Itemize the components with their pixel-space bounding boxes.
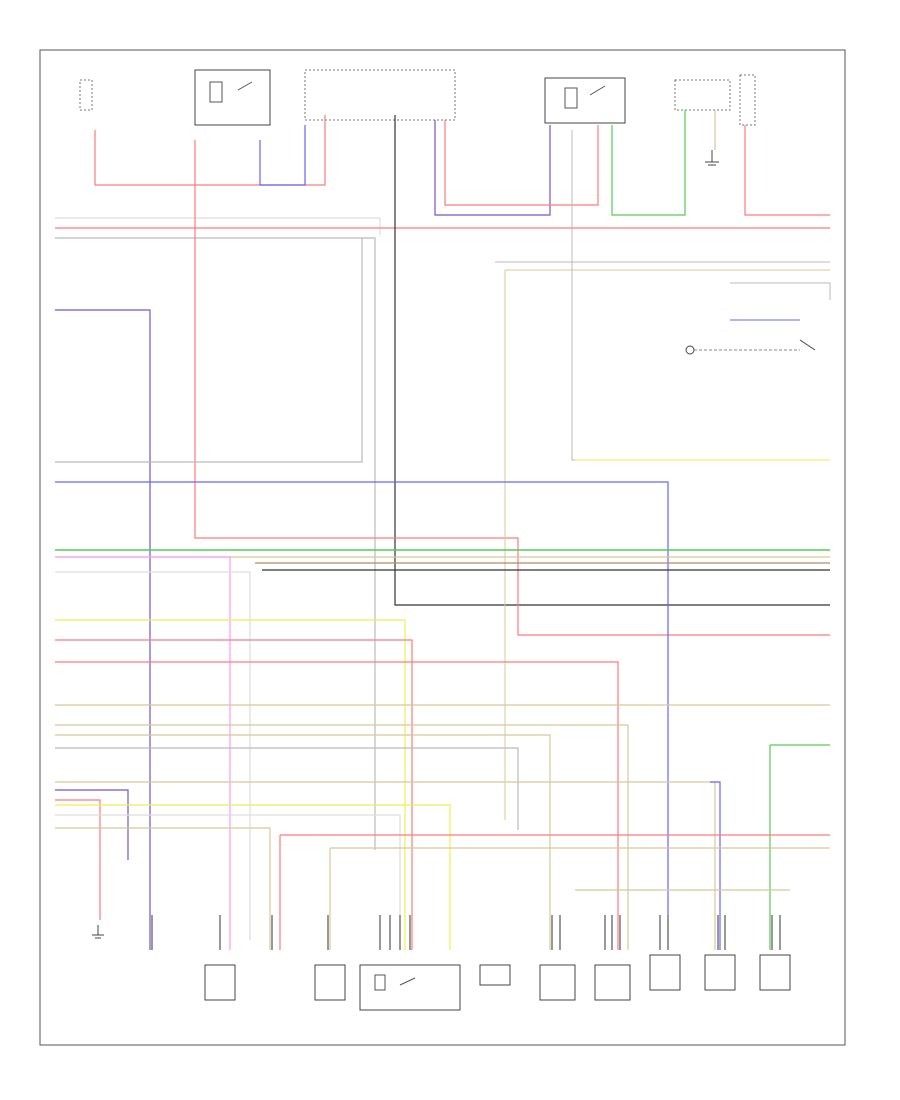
bottom-component-sensor-a [539,964,576,1001]
ground-symbol-top [705,150,719,166]
bottom-component-connector-a [204,964,236,1001]
bottom-component-module [359,964,461,1011]
wire-top-red-b [444,120,599,206]
wire-red-lower-2 [55,661,619,950]
wire-tan-lower-2 [55,724,629,950]
wire-black-vertical [394,115,830,606]
wire-white-lower [55,814,401,950]
bottom-component-sensor-c [649,954,681,991]
bottom-component-connector-c [479,964,511,986]
bottom-component-sensor-e [759,954,791,991]
ground-symbol-bottom [92,925,104,939]
top-component-relay-2 [544,77,626,124]
top-component-switch [674,79,731,111]
wire-tan-lower-4 [55,781,716,950]
wire-top-green [611,110,686,216]
top-component-fuse-1 [79,79,93,111]
bottom-component-sensor-b [594,964,631,1001]
wire-grey-lower [55,747,519,830]
top-component-relay-1 [194,69,271,126]
bottom-component-connector-b [314,964,346,1001]
wire-top-red-c [744,125,830,216]
wire-blue-mid [55,481,669,945]
wire-violet-lower [55,789,129,860]
diagram-frame [39,49,846,1046]
wire-top-violet [434,120,551,216]
wire-tan-lower-3 [55,734,551,950]
wire-top-blue [259,125,306,186]
sensor-component-mid-right [685,339,816,355]
wire-violet-left [55,309,151,950]
bottom-component-sensor-d [704,954,736,991]
top-component-fuse-2 [739,74,756,126]
wire-red-long [194,140,830,636]
wire-tan-lower-5 [55,827,271,950]
wire-blue-lower [710,781,721,950]
wire-yellow-lower [55,619,406,950]
wire-grey-left [55,238,363,463]
wire-white-left [55,571,251,940]
wire-yellow-lower-2 [55,804,451,950]
wire-top-1 [55,217,381,235]
wire-grey-right-c [730,282,831,300]
wire-grey-right [571,130,830,461]
top-component-fuse-block [304,69,456,121]
wire-bundle [55,110,831,950]
wire-red-lower-3 [55,799,101,920]
wire-top-3 [55,237,376,850]
wire-red-lower-1 [55,639,413,950]
wire-top-red-a [94,115,326,186]
wire-pink-left [55,556,231,950]
